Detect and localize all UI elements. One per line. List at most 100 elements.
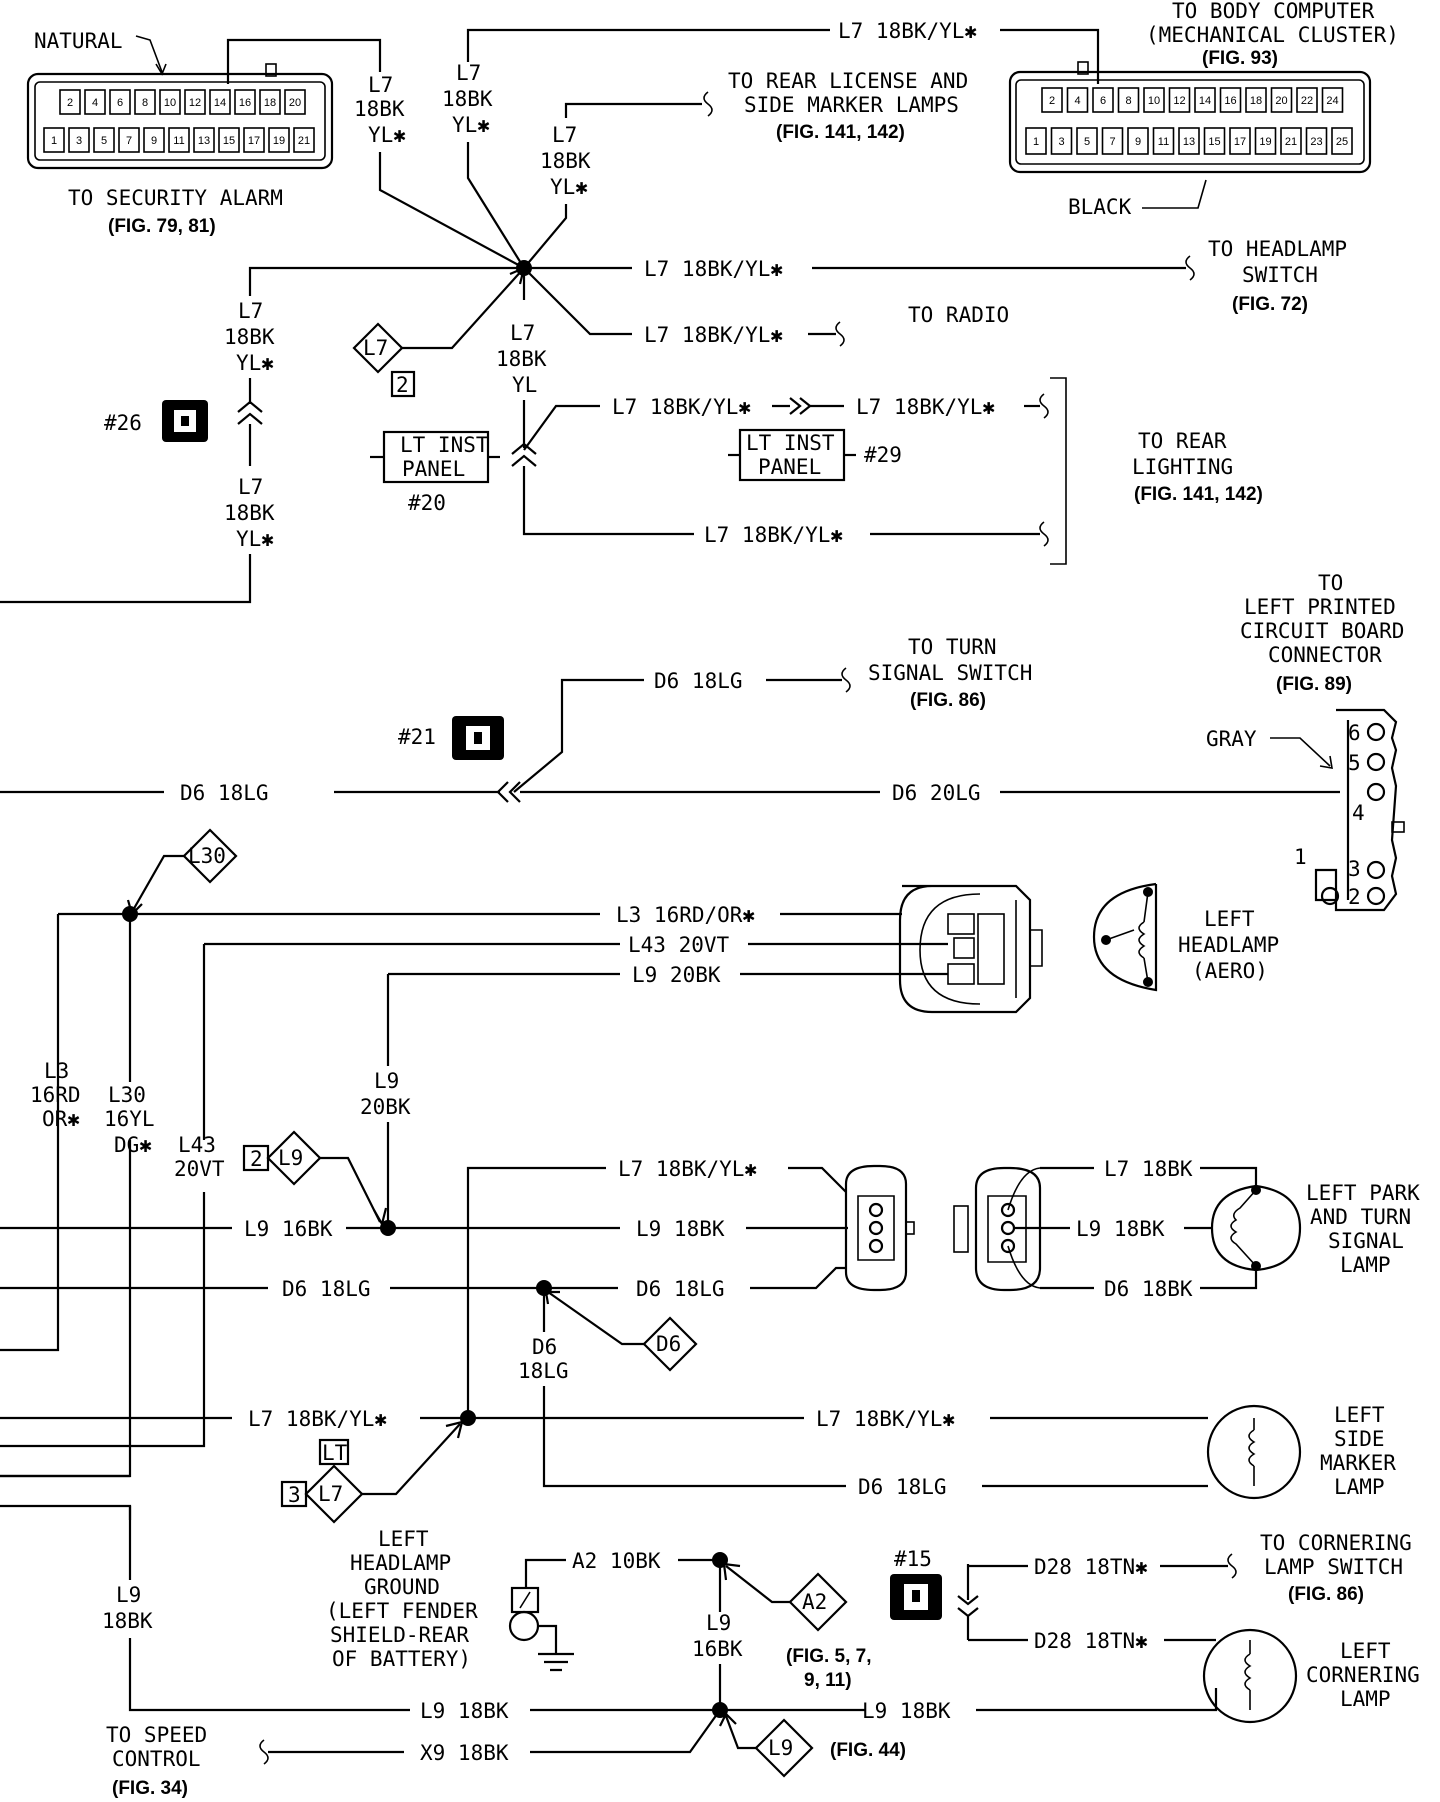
diamond-l9-bottom-text: L9 bbox=[768, 1736, 793, 1760]
connector-pin-cell bbox=[1254, 127, 1277, 155]
connector-pin-number: 6 bbox=[1100, 95, 1106, 107]
connector-pin-number: 4 bbox=[92, 97, 98, 109]
splice-26-label: #26 bbox=[104, 411, 142, 435]
speed-control-ref: (FIG. 34) bbox=[112, 1778, 188, 1799]
lt-inst-panel-20-line2: PANEL bbox=[402, 457, 465, 481]
security-alarm-title: TO SECURITY ALARM bbox=[68, 186, 283, 210]
radio-label: TO RADIO bbox=[908, 303, 1009, 327]
wire-l7-color-a: YL✱ bbox=[368, 123, 406, 147]
wire-l9-16bk-label: L9 16BK bbox=[244, 1217, 333, 1241]
connector-pin-number: 2 bbox=[1049, 95, 1055, 107]
left-headlamp-title-2: HEADLAMP bbox=[1178, 933, 1279, 957]
diamond-l7-text: L7 bbox=[363, 336, 388, 360]
wire-l9-18bk-bottom-run bbox=[128, 1638, 410, 1712]
wire-l7-gauge-d: 18BK bbox=[224, 325, 275, 349]
wire-l7-color-b: YL✱ bbox=[452, 113, 490, 137]
connector-pin-number: 17 bbox=[1234, 136, 1246, 148]
connector-pin-cell bbox=[1331, 127, 1353, 155]
diamond-l30: L30 bbox=[182, 828, 238, 884]
wire-l7-color-d: YL✱ bbox=[236, 351, 274, 375]
wire-l9-label: L9 bbox=[374, 1069, 399, 1093]
diamond-l30-text: L30 bbox=[188, 844, 226, 868]
body-computer-title-2: (MECHANICAL CLUSTER) bbox=[1146, 23, 1399, 47]
diamond-lt-l7-3: LT L7 3 bbox=[280, 1438, 364, 1524]
connector-pin-number: 3 bbox=[1058, 136, 1064, 148]
turn-signal-ref: (FIG. 86) bbox=[910, 690, 986, 711]
connector-pin-number: 1 bbox=[51, 135, 57, 147]
connector-pin-cell bbox=[259, 89, 281, 115]
left-pcb-color-label: GRAY bbox=[1206, 727, 1257, 751]
left-pcb-ref: (FIG. 89) bbox=[1276, 674, 1352, 695]
lt-inst-panel-29-line1: LT INST bbox=[746, 431, 835, 455]
ground-ref-3: (FIG. 44) bbox=[830, 1740, 906, 1761]
rear-license-ref: (FIG. 141, 142) bbox=[776, 122, 905, 143]
connector-pin-cell bbox=[1066, 87, 1089, 113]
wire-a2-10bk-label: A2 10BK bbox=[572, 1549, 661, 1573]
splice-15-icon bbox=[890, 1574, 942, 1620]
wire-l9-18bk-park-lamp: L9 18BK bbox=[1076, 1217, 1165, 1241]
diamond-l7-number: 2 bbox=[396, 373, 409, 397]
connector-pin-number: 5 bbox=[1084, 136, 1090, 148]
ground-title-6: OF BATTERY) bbox=[332, 1647, 471, 1671]
connector-pin-cell bbox=[1152, 127, 1175, 155]
left-headlamp-title-3: (AERO) bbox=[1192, 959, 1268, 983]
wire-d28-label-a: D28 18TN✱ bbox=[1034, 1555, 1148, 1579]
left-cornering-title-3: LAMP bbox=[1340, 1687, 1391, 1711]
pcb-pin-4: 4 bbox=[1352, 801, 1365, 825]
left-pcb-title-2: LEFT PRINTED bbox=[1244, 595, 1396, 619]
splice-21-label: #21 bbox=[398, 725, 436, 749]
connector-pin-cell bbox=[1296, 87, 1318, 113]
connector-pin-number: 12 bbox=[189, 97, 201, 109]
pcb-pin-6: 6 bbox=[1348, 721, 1361, 745]
turn-signal-title-2: SIGNAL SWITCH bbox=[868, 661, 1032, 685]
connector-pin-number: 9 bbox=[151, 135, 157, 147]
wire-l9-v-gauge-bottom: 18BK bbox=[102, 1609, 153, 1633]
wire-l7-full-lower-right: L7 18BK/YL✱ bbox=[816, 1407, 955, 1431]
wire-l9-16bk-short: 16BK bbox=[692, 1637, 743, 1661]
wire-l9-20bk-label: L9 20BK bbox=[632, 963, 721, 987]
wire-l9-v-label-ground: L9 bbox=[706, 1611, 731, 1635]
wire-diamond-l9-2 bbox=[320, 1156, 381, 1223]
connector-pin-number: 13 bbox=[1183, 136, 1195, 148]
connector-pin-cell bbox=[109, 89, 131, 115]
connector-pin-number: 24 bbox=[1326, 95, 1338, 107]
connector-pin-cell bbox=[43, 127, 65, 153]
wire-l9-v-label-bottom: L9 bbox=[116, 1583, 141, 1607]
lt-inst-panel-20-line1: LT INST bbox=[400, 433, 489, 457]
lt-inst-panel-20: LT INST PANEL bbox=[370, 430, 500, 484]
wire-l7-full-rear-c: L7 18BK/YL✱ bbox=[704, 523, 843, 547]
connector-pin-cell bbox=[1127, 127, 1149, 155]
connector-pin-cell bbox=[1092, 87, 1114, 113]
connector-pin-cell bbox=[234, 89, 256, 115]
connector-pin-cell bbox=[1076, 127, 1098, 155]
wire-l7-to-splice-c bbox=[523, 204, 568, 269]
connector-pin-number: 17 bbox=[248, 135, 260, 147]
wire-l9-18bk-left-stub bbox=[0, 1504, 132, 1520]
left-pcb-title-1: TO bbox=[1318, 571, 1343, 595]
connector-pin-cell bbox=[1117, 87, 1140, 113]
headlamp-switch-title-1: TO HEADLAMP bbox=[1208, 237, 1347, 261]
rear-lighting-title-2: LIGHTING bbox=[1132, 455, 1233, 479]
wire-splice-to-radio bbox=[523, 267, 632, 336]
connector-pin-number: 7 bbox=[126, 135, 132, 147]
connector-pin-number: 7 bbox=[1109, 136, 1115, 148]
diamond-a2: A2 bbox=[788, 1572, 848, 1632]
wire-l7-gauge-a: 18BK bbox=[354, 97, 405, 121]
wire-to-rear-lighting-top bbox=[523, 404, 600, 451]
wire-l7-label-c: L7 bbox=[552, 123, 577, 147]
wire-l9-20bk-short: 20BK bbox=[360, 1095, 411, 1119]
connector-pin-number: 5 bbox=[101, 135, 107, 147]
left-park-lamp-symbol bbox=[1210, 1184, 1302, 1272]
wire-l7-full-headlamp: L7 18BK/YL✱ bbox=[644, 257, 783, 281]
left-park-title-4: LAMP bbox=[1340, 1253, 1391, 1277]
connector-pin-number: 8 bbox=[142, 97, 148, 109]
ground-title-2: HEADLAMP bbox=[350, 1551, 451, 1575]
connector-pin-cell bbox=[209, 89, 231, 115]
connector-pin-cell bbox=[293, 127, 315, 153]
cornering-switch-title-1: TO CORNERING bbox=[1260, 1531, 1412, 1555]
wire-diamond-l30 bbox=[131, 854, 184, 913]
cornering-switch-ref: (FIG. 86) bbox=[1288, 1584, 1364, 1605]
diamond-l7-2: L7 2 bbox=[352, 322, 416, 398]
